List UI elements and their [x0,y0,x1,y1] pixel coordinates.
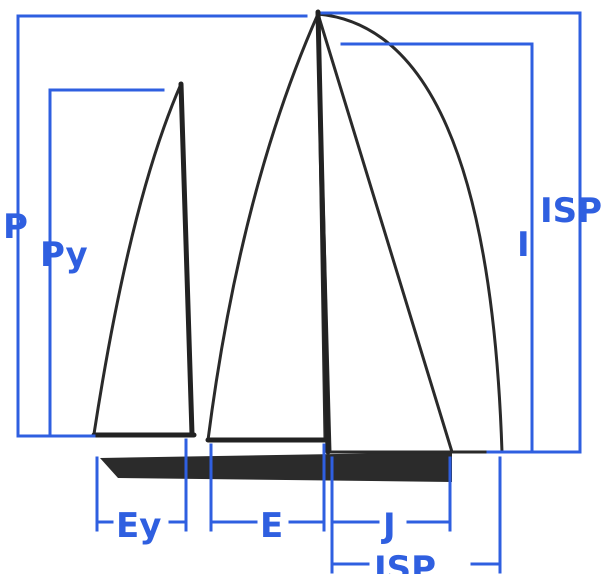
hull [100,452,452,482]
sailboat-drawing [91,9,504,482]
label-ey: Ey [116,506,161,546]
label-i: I [517,225,530,265]
py-dimension-line [48,88,165,438]
dimension-labels: P Py ISP I Ey E J JSP [3,191,602,574]
label-isp: ISP [540,191,602,231]
label-j: J [381,506,396,546]
i-dimension-line [340,42,534,454]
isp-dimension-line [320,11,582,454]
dimension-lines [16,11,582,574]
label-e: E [260,506,283,546]
mizzen-mast [178,81,195,437]
main-mast [315,9,331,455]
label-py: Py [40,235,88,275]
label-jsp: JSP [372,549,436,574]
main-sail [206,12,327,442]
mizzen-sail [92,82,194,436]
label-p: P [3,207,28,247]
